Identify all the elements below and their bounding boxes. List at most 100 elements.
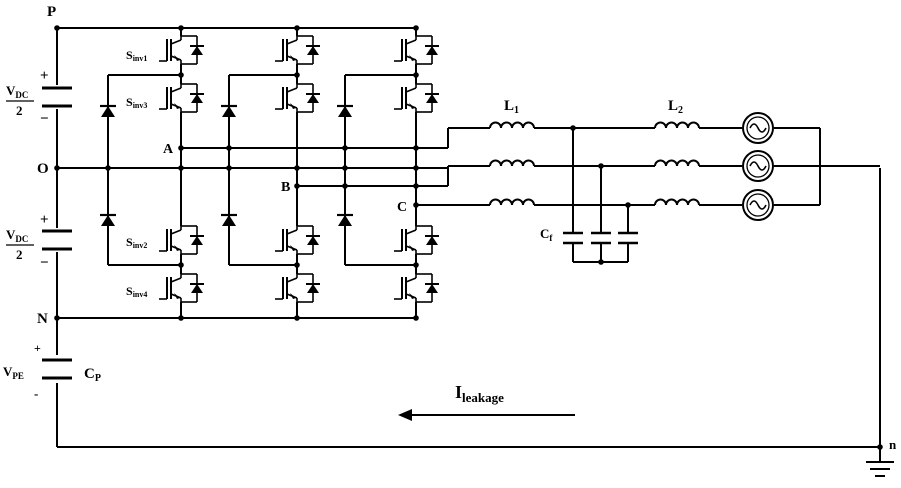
junction-dot bbox=[413, 165, 419, 171]
node-a-label: A bbox=[163, 142, 174, 157]
junction-dot bbox=[226, 145, 232, 151]
upper-cap-minus: − bbox=[40, 111, 49, 127]
junction-dot bbox=[294, 72, 300, 78]
inductor-icon bbox=[654, 159, 700, 167]
junction-dot bbox=[413, 183, 419, 189]
igbt-icon bbox=[275, 32, 320, 68]
vpe-label: VPE bbox=[3, 364, 24, 381]
junction-dot bbox=[294, 183, 300, 189]
igbt-icon bbox=[275, 270, 320, 306]
ground-node-label: n bbox=[889, 437, 897, 452]
junction-dot bbox=[877, 444, 883, 450]
node-c-label: C bbox=[397, 200, 407, 215]
node-n-label: N bbox=[37, 311, 48, 327]
igbt-icon bbox=[275, 80, 320, 116]
inductors bbox=[489, 121, 700, 206]
diode-icon bbox=[221, 104, 237, 117]
switch-s1-label: Sinv1 bbox=[126, 48, 147, 63]
junction-dot bbox=[342, 183, 348, 189]
ac-source-icon bbox=[742, 189, 774, 221]
filter-capacitor-icon bbox=[591, 231, 611, 245]
junction-dot bbox=[54, 315, 60, 321]
junction-dot bbox=[598, 259, 604, 265]
igbt-icon bbox=[159, 222, 204, 258]
ac-source-icon bbox=[742, 150, 774, 182]
junction-dot bbox=[178, 315, 184, 321]
node-o-label: O bbox=[37, 161, 49, 177]
filter-capacitor-icon bbox=[618, 231, 638, 245]
inductor-icon bbox=[489, 198, 535, 206]
upper-cap-denominator: 2 bbox=[16, 103, 23, 118]
node-b-label: B bbox=[281, 180, 290, 195]
junction-dot bbox=[178, 145, 184, 151]
inductor-icon bbox=[489, 159, 535, 167]
igbt-switches bbox=[159, 32, 439, 306]
diode-icon bbox=[337, 213, 353, 226]
junction-dot bbox=[54, 25, 60, 31]
clamp-diodes bbox=[100, 104, 353, 226]
junction-dot bbox=[413, 25, 419, 31]
junction-dot bbox=[178, 165, 184, 171]
dc-bus-wires bbox=[56, 27, 881, 462]
junction-dot bbox=[178, 25, 184, 31]
vpe-minus: - bbox=[34, 386, 38, 401]
junction-dot bbox=[178, 262, 184, 268]
junction-dot bbox=[413, 262, 419, 268]
junction-dot bbox=[413, 315, 419, 321]
dc-upper-capacitor-icon bbox=[42, 86, 72, 108]
igbt-icon bbox=[159, 270, 204, 306]
igbt-icon bbox=[159, 80, 204, 116]
cp-label: CP bbox=[84, 366, 101, 384]
ground-icon bbox=[866, 461, 894, 477]
lower-cap-minus: − bbox=[40, 255, 49, 271]
igbt-icon bbox=[394, 270, 439, 306]
junction-dots bbox=[54, 25, 883, 450]
junction-dot bbox=[178, 72, 184, 78]
junction-dot bbox=[105, 165, 111, 171]
lower-cap-denominator: 2 bbox=[16, 247, 23, 262]
igbt-icon bbox=[394, 222, 439, 258]
filter-cap-label: Cf bbox=[540, 226, 553, 243]
switch-s2-label: Sinv2 bbox=[126, 235, 147, 250]
junction-dot bbox=[570, 125, 576, 131]
junction-dot bbox=[413, 202, 419, 208]
igbt-icon bbox=[275, 222, 320, 258]
upper-cap-label: VDC bbox=[6, 83, 28, 100]
diode-icon bbox=[100, 213, 116, 226]
capacitors bbox=[42, 86, 638, 380]
junction-dot bbox=[226, 165, 232, 171]
inductor-icon bbox=[654, 121, 700, 129]
filter-wires bbox=[447, 127, 880, 263]
diode-icon bbox=[221, 213, 237, 226]
diode-icon bbox=[337, 104, 353, 117]
junction-dot bbox=[294, 165, 300, 171]
arrow-left-icon bbox=[398, 409, 575, 421]
lower-cap-label: VDC bbox=[6, 227, 28, 244]
leg-a-wires bbox=[107, 28, 448, 318]
diode-icon bbox=[100, 104, 116, 117]
parasitic-capacitor-icon bbox=[42, 358, 72, 380]
igbt-icon bbox=[394, 32, 439, 68]
filter-capacitor-icon bbox=[563, 231, 583, 245]
vpe-plus: + bbox=[34, 341, 41, 355]
junction-dot bbox=[342, 165, 348, 171]
node-p-label: P bbox=[47, 4, 56, 20]
junction-dot bbox=[54, 165, 60, 171]
junction-dot bbox=[294, 262, 300, 268]
switch-s4-label: Sinv4 bbox=[126, 284, 147, 299]
igbt-icon bbox=[159, 32, 204, 68]
ac-source-icon bbox=[742, 112, 774, 144]
junction-dot bbox=[294, 25, 300, 31]
junction-dot bbox=[625, 202, 631, 208]
igbt-icon bbox=[394, 80, 439, 116]
lower-cap-plus: + bbox=[40, 212, 49, 228]
junction-dot bbox=[294, 315, 300, 321]
junction-dot bbox=[413, 72, 419, 78]
dc-lower-capacitor-icon bbox=[42, 229, 72, 251]
switch-s3-label: Sinv3 bbox=[126, 95, 147, 110]
inductor-l1-label: L1 bbox=[504, 98, 519, 116]
inductor-icon bbox=[489, 121, 535, 129]
ac-grid-sources bbox=[742, 112, 774, 221]
